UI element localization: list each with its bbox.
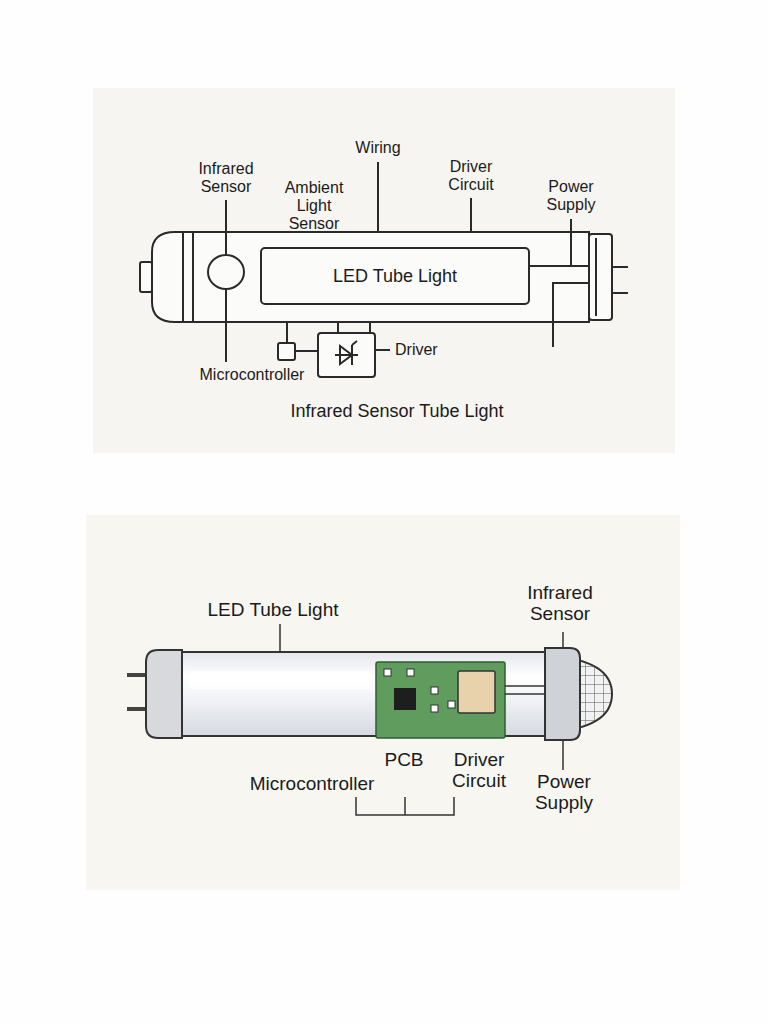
tube-label-box: LED Tube Light [260, 247, 530, 305]
panel [86, 515, 680, 890]
part-label: PCB [374, 749, 434, 770]
part-label: Infrared Sensor [505, 582, 615, 625]
part-label: Wiring [338, 139, 418, 157]
part-label: Power Supply [526, 178, 616, 214]
tube-illustration [127, 624, 614, 815]
part-label: Infrared Sensor Tube Light [247, 401, 547, 421]
part-label: Ambient Light Sensor [272, 179, 356, 233]
part-label: Driver Circuit [426, 158, 516, 194]
part-label: LED Tube Light [173, 599, 373, 620]
part-label: Power Supply [514, 771, 614, 814]
part-label: Microcontroller [227, 773, 397, 794]
part-label: Microcontroller [182, 366, 322, 384]
part-label: Driver Circuit [429, 749, 529, 792]
box-text: LED Tube Light [333, 266, 457, 287]
part-label: Driver [395, 341, 465, 359]
part-label: Infrared Sensor [181, 160, 271, 196]
panel [93, 88, 675, 453]
